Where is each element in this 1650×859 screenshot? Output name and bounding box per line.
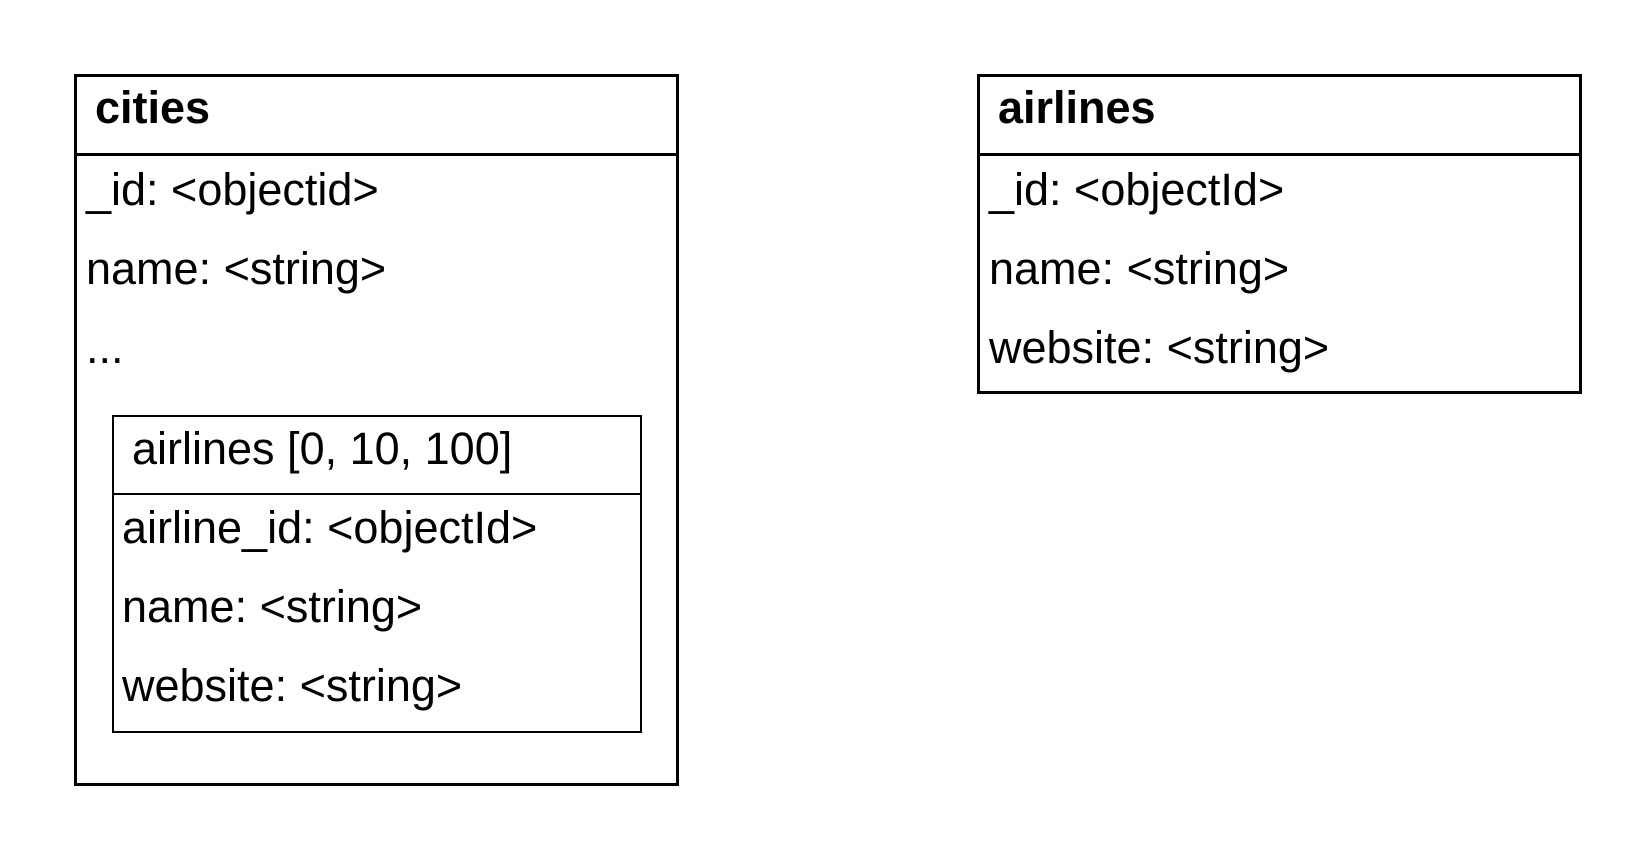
airlines-title: airlines [980,77,1579,156]
embedded-field-website: website: <string> [122,660,463,711]
embedded-airlines-array: airlines [0, 10, 100] airline_id: <objec… [112,415,642,733]
cities-field-id: _id: <objectid> [86,164,379,215]
airlines-field-name: name: <string> [989,243,1290,294]
embedded-airlines-title: airlines [0, 10, 100] [114,417,640,495]
cities-field-name: name: <string> [86,243,387,294]
embedded-field-airline-id: airline_id: <objectId> [122,502,538,553]
airlines-entity: airlines _id: <objectId> name: <string> … [977,74,1582,394]
cities-field-ellipsis: ... [86,322,124,373]
embedded-field-name: name: <string> [122,581,423,632]
airlines-field-website: website: <string> [989,322,1330,373]
cities-entity: cities _id: <objectid> name: <string> ..… [74,74,679,786]
cities-title: cities [77,77,676,156]
airlines-field-id: _id: <objectId> [989,164,1285,215]
